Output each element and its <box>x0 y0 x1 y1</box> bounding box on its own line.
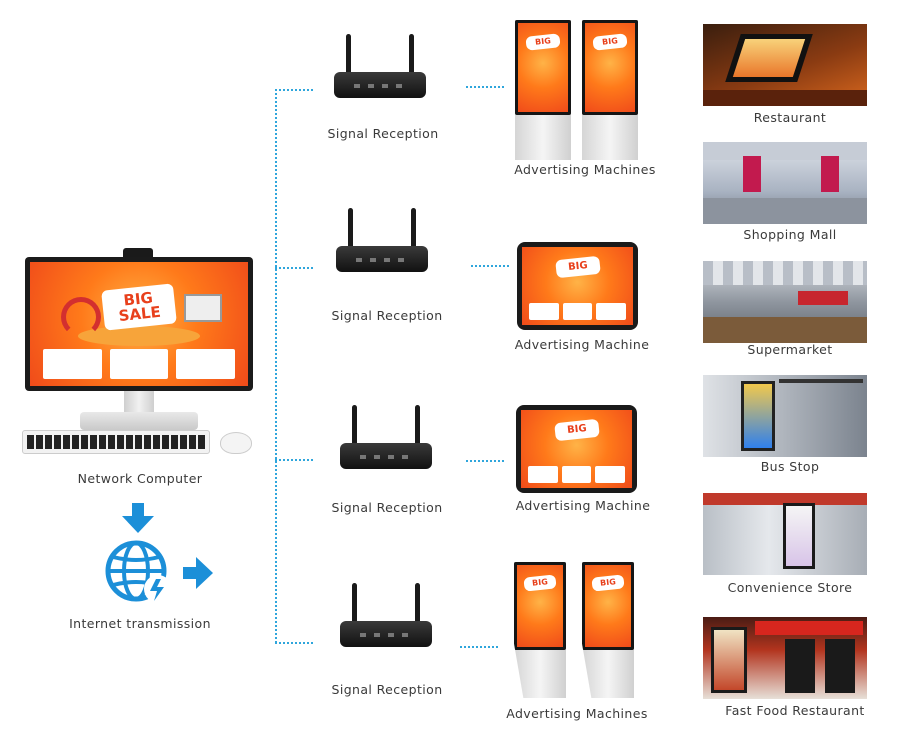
globe-icon <box>105 540 172 603</box>
router-icon <box>332 34 428 98</box>
location-photo-restaurant <box>703 24 867 106</box>
router-icon <box>338 405 434 469</box>
advertising-tablet: BIG <box>516 405 637 493</box>
arrow-right-icon <box>183 557 213 589</box>
promo-tile <box>109 348 169 379</box>
connector-branch <box>275 89 313 91</box>
machine-label: Advertising Machines <box>506 706 648 721</box>
monitor-screen: BIG SALE <box>30 262 248 386</box>
machine-label: Advertising Machines <box>514 162 656 177</box>
location-label: Supermarket <box>747 342 833 357</box>
machine-label: Advertising Machine <box>514 337 650 352</box>
monitor: BIG SALE <box>25 257 253 391</box>
computer-label: Network Computer <box>77 471 203 486</box>
machine-label: Advertising Machine <box>515 498 651 513</box>
arrow-down-icon <box>122 503 154 533</box>
location-photo-convenience-store <box>703 493 867 575</box>
sale-stage <box>77 326 201 347</box>
monitor-stand <box>124 391 154 415</box>
router-label: Signal Reception <box>331 682 443 697</box>
connector-to-machine <box>460 646 498 648</box>
headphones-icon <box>60 296 101 337</box>
location-photo-shopping-mall <box>703 142 867 224</box>
advertising-kiosk: BIG <box>582 562 634 698</box>
connector-branch <box>275 642 313 644</box>
connector-trunk <box>275 89 277 643</box>
connector-branch <box>275 459 313 461</box>
advertising-kiosk: BIG <box>515 20 571 160</box>
location-photo-bus-stop <box>703 375 867 457</box>
location-photo-fast-food <box>703 617 867 699</box>
router-label: Signal Reception <box>327 126 439 141</box>
monitor-base <box>80 412 198 430</box>
router-label: Signal Reception <box>331 308 443 323</box>
mouse <box>220 432 252 454</box>
location-label: Convenience Store <box>727 580 853 595</box>
sale-banner: BIG SALE <box>101 283 177 331</box>
location-label: Restaurant <box>753 110 827 125</box>
location-label: Bus Stop <box>760 459 820 474</box>
router-icon <box>338 583 434 647</box>
promo-tile <box>43 348 102 379</box>
advertising-tablet: BIG <box>517 242 638 330</box>
advertising-kiosk: BIG <box>582 20 638 160</box>
location-label: Shopping Mall <box>743 227 837 242</box>
location-photo-supermarket <box>703 261 867 343</box>
connector-to-machine <box>466 460 504 462</box>
location-label: Fast Food Restaurant <box>725 703 865 718</box>
internet-label: Internet transmission <box>69 616 211 631</box>
connector-to-machine <box>466 86 504 88</box>
laptop-icon <box>183 294 222 323</box>
promo-tile <box>176 348 235 379</box>
router-icon <box>334 208 430 272</box>
connector-to-machine <box>471 265 509 267</box>
advertising-kiosk: BIG <box>514 562 566 698</box>
router-label: Signal Reception <box>331 500 443 515</box>
connector-branch <box>275 267 313 269</box>
keyboard <box>22 430 210 454</box>
